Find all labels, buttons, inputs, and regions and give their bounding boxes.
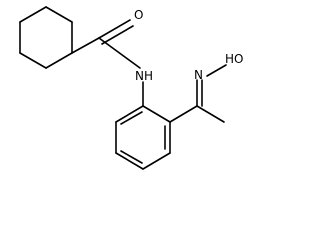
oxime-group <box>169 64 227 123</box>
benzene-bond <box>115 152 144 170</box>
carbonyl-oxygen-label: O <box>134 8 143 22</box>
methyl-bond <box>196 105 225 123</box>
amide-group <box>71 19 144 107</box>
ring-bond <box>19 6 47 23</box>
carbonyl-to-nitrogen-bond <box>98 37 141 69</box>
carbonyl-double-bond <box>98 19 131 39</box>
oxime-nitrogen-label: N <box>194 68 203 82</box>
ring-bond <box>45 6 73 23</box>
benzene-bond <box>142 152 171 170</box>
nitrogen-to-oxygen-bond <box>206 64 227 77</box>
amide-nitrogen-label: NH <box>135 69 153 83</box>
oxime-hydroxyl-label: HO <box>225 52 243 66</box>
benzene-bond <box>115 105 144 123</box>
chemical-structure: O NH N HO <box>19 6 243 170</box>
carbonyl-double-bond <box>101 25 134 45</box>
aromatic-inner-bond <box>120 111 143 125</box>
ring-to-carbonyl-bond <box>71 37 100 54</box>
benzene-bond <box>142 105 171 123</box>
aromatic-inner-bond <box>120 150 143 164</box>
ring-bond <box>19 52 47 69</box>
cyclohexane-ring <box>19 6 73 69</box>
benzene-ring <box>115 105 171 170</box>
benzene-to-imine-carbon-bond <box>169 105 198 123</box>
ring-bond <box>45 52 73 69</box>
